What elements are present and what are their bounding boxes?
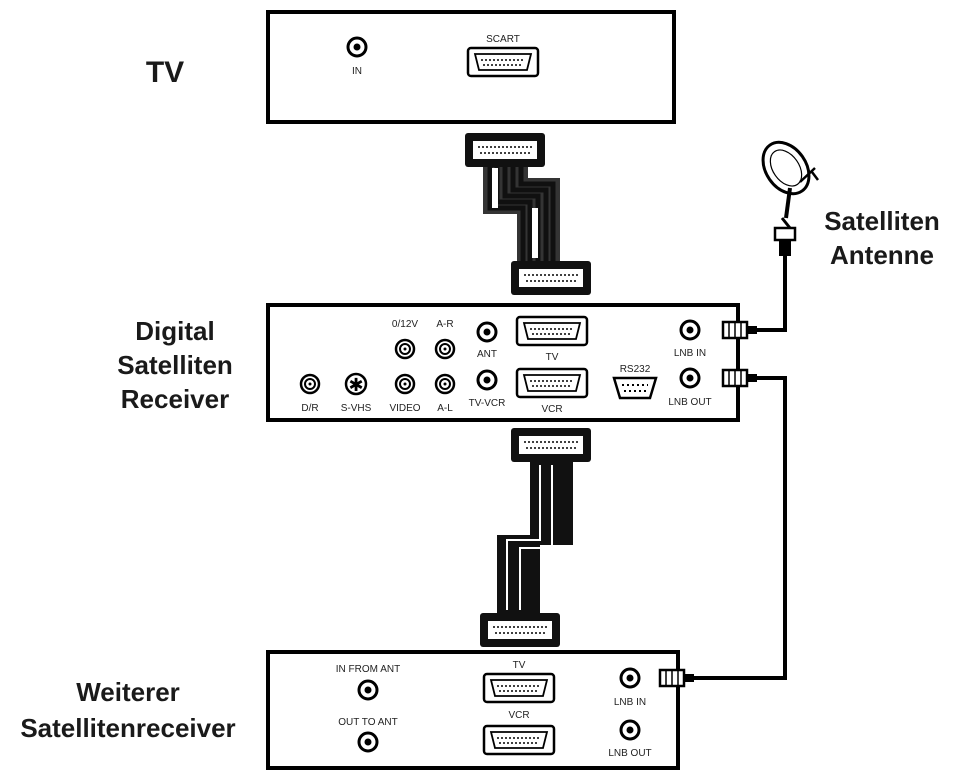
tv-in-port-label: IN [352, 66, 362, 77]
scart-plug-top-icon [464, 132, 546, 168]
second-receiver-device: IN FROM ANT OUT TO ANT TV VCR LNB IN LNB… [266, 650, 696, 770]
tv-in-port-icon [346, 36, 368, 58]
antenna-cable [748, 256, 787, 332]
receiver-device: 0/12V A-R ANT TV LNB IN D/R ✱ S-VHS VIDE… [266, 303, 759, 422]
receiver-dr-port-icon [299, 373, 321, 395]
tv-label: TV [146, 56, 184, 89]
receiver-svhs-label: S-VHS [341, 403, 372, 414]
receiver-lnb-out-port-icon [679, 367, 701, 389]
antenna-label-line2: Antenne [830, 240, 934, 270]
scart-cable-tv-receiver [464, 132, 592, 296]
satellite-dish-icon [761, 140, 819, 256]
receiver-012v-label: 0/12V [392, 319, 418, 330]
second-in-from-ant-port-icon [357, 679, 379, 701]
scart-plug-bottom-icon [510, 260, 592, 296]
antenna-label-line1: Satelliten [824, 206, 940, 236]
second-lnb-out-label: LNB OUT [608, 748, 651, 759]
receiver-ant-port-icon [476, 321, 498, 343]
second-lnb-in-port-icon [619, 667, 641, 689]
receiver-lnb-in-port-icon [679, 319, 701, 341]
receiver-012v-port-icon [394, 338, 416, 360]
second-out-to-ant-port-icon [357, 731, 379, 753]
receiver-box [266, 303, 740, 422]
second-tv-scart-icon [482, 672, 556, 704]
receiver-tv-label: TV [546, 352, 559, 363]
second-lnb-out-port-icon [619, 719, 641, 741]
receiver-lnb-out-label: LNB OUT [668, 397, 711, 408]
svg-text:✱: ✱ [348, 375, 363, 396]
receiver-video-label: VIDEO [389, 403, 420, 414]
second-vcr-label: VCR [508, 710, 529, 721]
receiver-rs232-port-icon [612, 376, 658, 400]
receiver-ant-label: ANT [477, 349, 497, 360]
second-tv-label: TV [513, 660, 526, 671]
second-receiver-label-line1: Weiterer [76, 677, 180, 707]
receiver-label-line3: Receiver [121, 384, 229, 414]
receiver-label-line1: Digital [135, 316, 214, 346]
receiver-tv-scart-icon [515, 315, 589, 347]
receiver-lnb-in-label: LNB IN [674, 348, 706, 359]
receiver-dr-label: D/R [301, 403, 318, 414]
second-out-to-ant-label: OUT TO ANT [338, 717, 397, 728]
receiver-al-label: A-L [437, 403, 453, 414]
receiver-video-port-icon [394, 373, 416, 395]
receiver-lnb-out-connector-icon [721, 368, 759, 388]
receiver-tvvcr-label: TV-VCR [469, 398, 506, 409]
tv-scart-port-label: SCART [486, 34, 520, 45]
receiver-svhs-port-icon: ✱ [344, 372, 368, 396]
receiver-ar-label: A-R [436, 319, 453, 330]
second-in-from-ant-label: IN FROM ANT [336, 664, 400, 675]
receiver-vcr-scart-icon [515, 367, 589, 399]
receiver-ar-port-icon [434, 338, 456, 360]
receiver-rs232-label: RS232 [620, 364, 651, 375]
loop-through-cable [690, 376, 787, 680]
second-vcr-scart-icon [482, 724, 556, 756]
second-receiver-box [266, 650, 680, 770]
tv-scart-port-icon [466, 46, 540, 78]
scart-cable-receiver-second [479, 427, 592, 648]
second-receiver-label-line2: Satellitenreceiver [20, 713, 235, 743]
receiver-tvvcr-port-icon [476, 369, 498, 391]
scart-plug-second-icon [479, 612, 561, 648]
scart-plug-receiver-icon [510, 427, 592, 463]
tv-device: IN SCART [266, 10, 676, 124]
receiver-lnb-in-connector-icon [721, 320, 759, 340]
receiver-vcr-label: VCR [541, 404, 562, 415]
second-lnb-in-connector-icon [658, 668, 696, 688]
receiver-al-port-icon [434, 373, 456, 395]
receiver-label-line2: Satelliten [117, 350, 233, 380]
second-lnb-in-label: LNB IN [614, 697, 646, 708]
